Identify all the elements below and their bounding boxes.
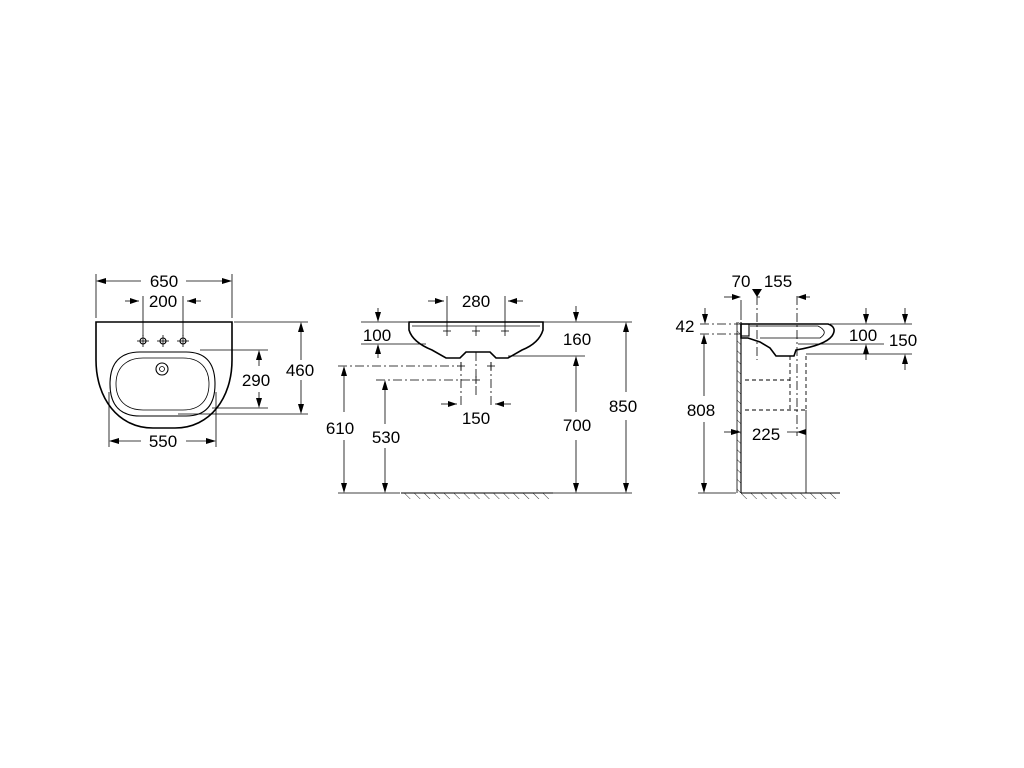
dim-bottom-height: 700	[563, 416, 591, 435]
dim-bowl-depth-top: 290	[242, 371, 270, 390]
front-view: 280 100 160 610 530 150	[326, 292, 637, 499]
drain-icon	[155, 362, 169, 376]
bowl-inner-top	[115, 357, 210, 411]
dim-fixing-height: 808	[687, 401, 715, 420]
dim-trap-projection: 225	[752, 425, 780, 444]
dim-rim-to-trap: 160	[563, 330, 591, 349]
top-view: 650 200 550 290 460	[95, 272, 314, 451]
basin-outline-front	[408, 321, 544, 359]
dim-supply-height: 610	[326, 419, 354, 438]
dim-fixing-to-waste: 155	[764, 272, 792, 291]
basin-outline-side	[740, 323, 835, 357]
side-view: 70 155 42 808 225 100	[676, 272, 917, 499]
dim-tap-spacing-front: 280	[462, 292, 490, 311]
dim-bowl-width: 550	[149, 432, 177, 451]
bowl-outline-top	[109, 351, 216, 417]
dim-rim-thickness: 100	[363, 326, 391, 345]
dim-wall-to-fixing: 70	[732, 272, 751, 291]
basin-outline-top	[95, 321, 233, 429]
dim-waste-spacing: 150	[462, 409, 490, 428]
dim-overall-depth: 460	[286, 361, 314, 380]
dim-waste-height: 530	[372, 428, 400, 447]
dim-rim-height: 850	[609, 397, 637, 416]
dim-fixing-drop: 42	[676, 317, 695, 336]
tap-holes	[137, 335, 189, 347]
dim-bowl-depth-side: 100	[849, 326, 877, 345]
dim-rim-to-waste: 150	[889, 331, 917, 350]
dim-tap-spacing-top: 200	[149, 292, 177, 311]
tap-markers-front	[443, 326, 509, 336]
dim-overall-width: 650	[150, 272, 178, 291]
